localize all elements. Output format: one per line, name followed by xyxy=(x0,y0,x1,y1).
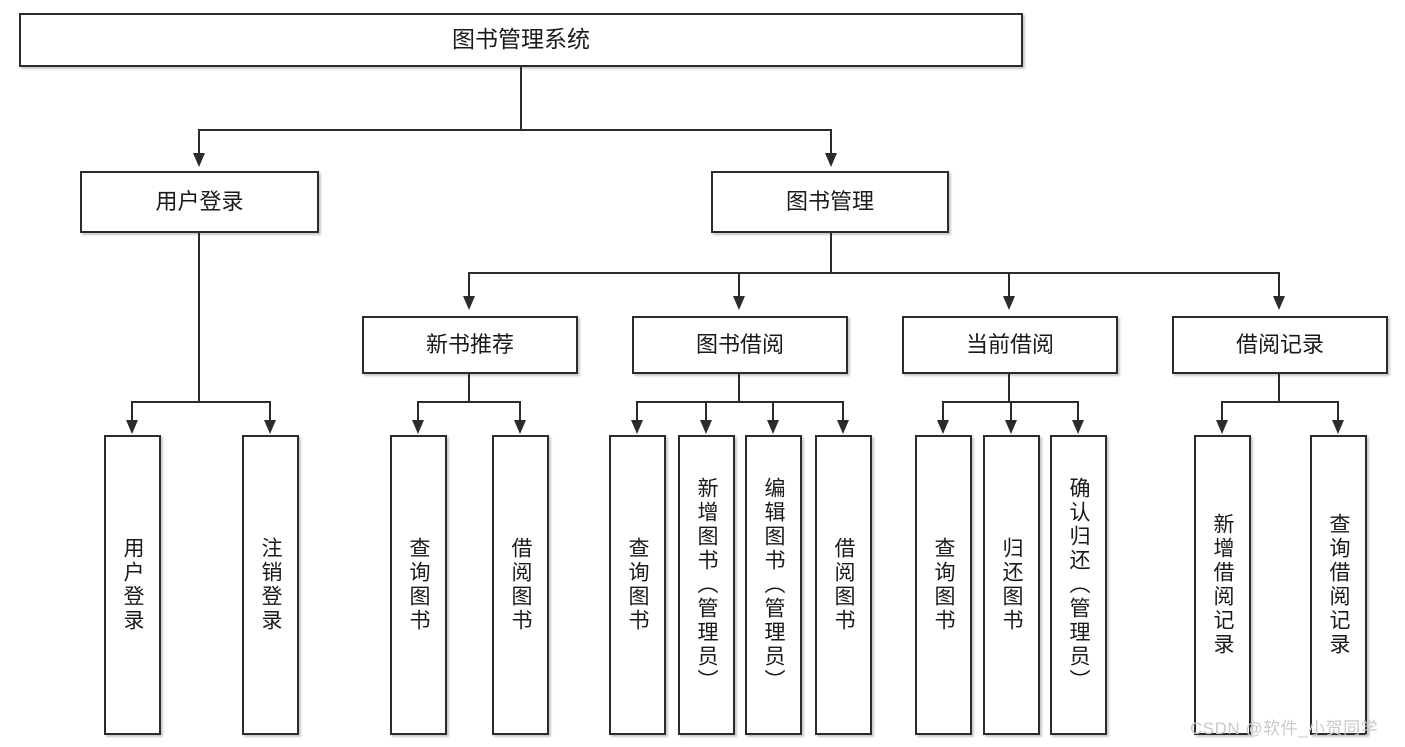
node-leaf-query-book-1[interactable]: 查询图书 xyxy=(390,435,447,735)
node-label: 借阅记录 xyxy=(1235,331,1324,357)
arrow-to-leaf-logout-login xyxy=(264,420,276,434)
connector-borrow-record-stem xyxy=(1278,374,1280,402)
node-label: 图书管理 xyxy=(785,188,874,214)
node-leaf-logout-login[interactable]: 注销登录 xyxy=(242,435,299,735)
node-borrow-record[interactable]: 借阅记录 xyxy=(1172,316,1388,374)
connector-drop-borrow-book-1 xyxy=(519,401,521,421)
node-label: 查询图书 xyxy=(626,537,649,633)
connector-user-login-bus xyxy=(131,401,271,403)
connector-current-borrow-stem xyxy=(1008,374,1010,402)
connector-drop-confirm-return-admin xyxy=(1077,401,1079,421)
connector-drop-add-book-admin xyxy=(705,401,707,421)
connector-drop-return-book xyxy=(1010,401,1012,421)
arrow-to-book-management xyxy=(825,153,837,167)
connector-drop-leaf-user-login xyxy=(131,401,133,421)
node-user-login[interactable]: 用户登录 xyxy=(80,171,319,233)
arrow-to-leaf-user-login xyxy=(126,420,138,434)
arrow-to-query-book-1 xyxy=(412,420,424,434)
node-label: 查询图书 xyxy=(932,537,955,633)
connector-drop-new-book-recommend xyxy=(468,272,470,297)
node-leaf-edit-book-admin[interactable]: 编辑图书（管理员） xyxy=(745,435,802,735)
arrow-to-return-book xyxy=(1005,420,1017,434)
arrow-to-edit-book-admin xyxy=(767,420,779,434)
node-label: 归还图书 xyxy=(1000,537,1023,633)
arrow-to-borrow-book-1 xyxy=(514,420,526,434)
node-current-borrow[interactable]: 当前借阅 xyxy=(902,316,1118,374)
node-leaf-return-book[interactable]: 归还图书 xyxy=(983,435,1040,735)
connector-drop-edit-book-admin xyxy=(772,401,774,421)
node-label: 借阅图书 xyxy=(509,537,532,633)
connector-user-login-stem xyxy=(198,233,200,402)
node-label: 确认归还（管理员） xyxy=(1067,477,1090,693)
node-label: 用户登录 xyxy=(155,188,244,214)
connector-drop-query-book-1 xyxy=(417,401,419,421)
node-leaf-confirm-return-admin[interactable]: 确认归还（管理员） xyxy=(1050,435,1107,735)
connector-drop-query-borrow-record xyxy=(1337,401,1339,421)
arrow-to-add-book-admin xyxy=(700,420,712,434)
node-new-book-recommend[interactable]: 新书推荐 xyxy=(362,316,578,374)
connector-borrow-record-bus xyxy=(1221,401,1339,403)
node-label: 新增借阅记录 xyxy=(1211,513,1234,657)
node-leaf-borrow-book-1[interactable]: 借阅图书 xyxy=(492,435,549,735)
connector-book-borrow-stem xyxy=(738,374,740,402)
connector-drop-book-management xyxy=(830,129,832,154)
node-leaf-query-borrow-record[interactable]: 查询借阅记录 xyxy=(1310,435,1367,735)
node-leaf-add-borrow-record[interactable]: 新增借阅记录 xyxy=(1194,435,1251,735)
connector-drop-leaf-logout-login xyxy=(269,401,271,421)
node-leaf-add-book-admin[interactable]: 新增图书（管理员） xyxy=(678,435,735,735)
arrow-to-user-login xyxy=(193,153,205,167)
node-label: 查询图书 xyxy=(407,537,430,633)
connector-drop-borrow-book-2 xyxy=(842,401,844,421)
connector-drop-query-book-3 xyxy=(942,401,944,421)
connector-drop-add-borrow-record xyxy=(1221,401,1223,421)
arrow-to-confirm-return-admin xyxy=(1072,420,1084,434)
connector-drop-user-login xyxy=(198,129,200,154)
arrow-to-borrow-record xyxy=(1273,296,1285,310)
connector-root-bus xyxy=(198,129,832,131)
connector-drop-query-book-2 xyxy=(636,401,638,421)
node-label: 注销登录 xyxy=(259,537,282,633)
arrow-to-book-borrow xyxy=(733,296,745,310)
csdn-watermark: CSDN @软件_小贺同学 xyxy=(1190,719,1379,738)
node-label: 新书推荐 xyxy=(425,331,514,357)
connector-drop-current-borrow xyxy=(1008,272,1010,297)
node-root-system[interactable]: 图书管理系统 xyxy=(19,13,1023,67)
connector-new-book-stem xyxy=(468,374,470,402)
node-leaf-borrow-book-2[interactable]: 借阅图书 xyxy=(815,435,872,735)
connector-drop-book-borrow xyxy=(738,272,740,297)
node-book-management[interactable]: 图书管理 xyxy=(711,171,949,233)
connector-root-stem xyxy=(520,67,522,130)
arrow-to-new-book-recommend xyxy=(463,296,475,310)
node-label: 当前借阅 xyxy=(965,331,1054,357)
node-label: 借阅图书 xyxy=(832,537,855,633)
node-book-borrow[interactable]: 图书借阅 xyxy=(632,316,848,374)
arrow-to-current-borrow xyxy=(1003,296,1015,310)
node-label: 图书借阅 xyxy=(695,331,784,357)
connector-book-management-stem xyxy=(830,233,832,273)
connector-book-management-bus xyxy=(468,272,1280,274)
node-label: 编辑图书（管理员） xyxy=(762,477,785,693)
arrow-to-query-borrow-record xyxy=(1332,420,1344,434)
node-leaf-user-login[interactable]: 用户登录 xyxy=(104,435,161,735)
node-label: 新增图书（管理员） xyxy=(695,477,718,693)
arrow-to-query-book-2 xyxy=(631,420,643,434)
node-label: 图书管理系统 xyxy=(452,26,590,53)
arrow-to-add-borrow-record xyxy=(1216,420,1228,434)
connector-new-book-bus xyxy=(417,401,521,403)
node-leaf-query-book-3[interactable]: 查询图书 xyxy=(915,435,972,735)
node-label: 查询借阅记录 xyxy=(1327,513,1350,657)
arrow-to-borrow-book-2 xyxy=(837,420,849,434)
node-leaf-query-book-2[interactable]: 查询图书 xyxy=(609,435,666,735)
arrow-to-query-book-3 xyxy=(937,420,949,434)
node-label: 用户登录 xyxy=(121,537,144,633)
connector-drop-borrow-record xyxy=(1278,272,1280,297)
connector-book-borrow-bus xyxy=(636,401,844,403)
